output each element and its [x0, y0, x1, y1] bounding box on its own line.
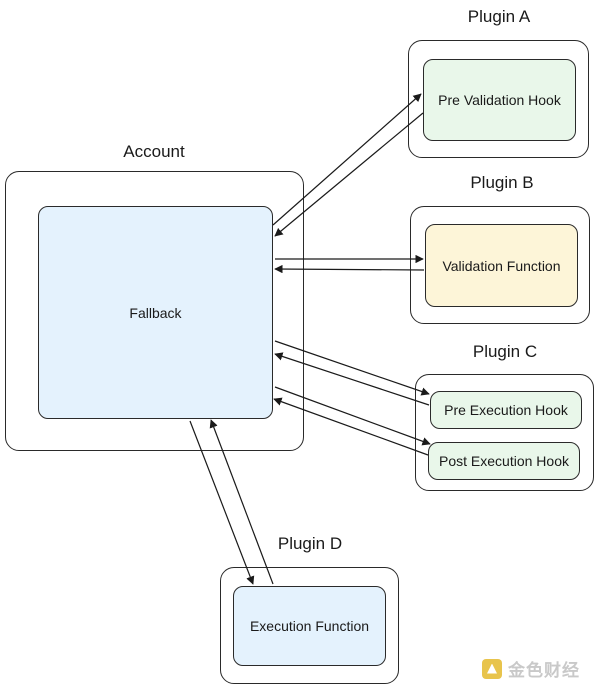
validation-function-box: Validation Function	[425, 224, 578, 307]
pre-validation-hook-label: Pre Validation Hook	[438, 92, 561, 108]
account-title: Account	[123, 142, 185, 161]
execution-function-label: Execution Function	[249, 618, 370, 634]
fallback-box: Fallback	[38, 206, 273, 419]
fallback-label: Fallback	[129, 304, 182, 321]
validation-function-label: Validation Function	[442, 257, 561, 274]
plugin-c-title: Plugin C	[472, 342, 538, 361]
watermark: 金色财经	[482, 656, 580, 681]
plugin-d-title: Plugin D	[277, 534, 343, 553]
post-execution-hook-label: Post Execution Hook	[439, 453, 569, 469]
execution-function-box: Execution Function	[233, 586, 386, 666]
post-execution-hook-box: Post Execution Hook	[428, 442, 580, 480]
plugin-a-title: Plugin A	[467, 7, 531, 26]
watermark-logo-icon	[482, 658, 502, 679]
pre-execution-hook-box: Pre Execution Hook	[430, 391, 582, 429]
pre-execution-hook-label: Pre Execution Hook	[444, 402, 568, 418]
pre-validation-hook-box: Pre Validation Hook	[423, 59, 576, 141]
plugin-b-title: Plugin B	[470, 173, 534, 192]
watermark-text: 金色财经	[508, 661, 580, 680]
